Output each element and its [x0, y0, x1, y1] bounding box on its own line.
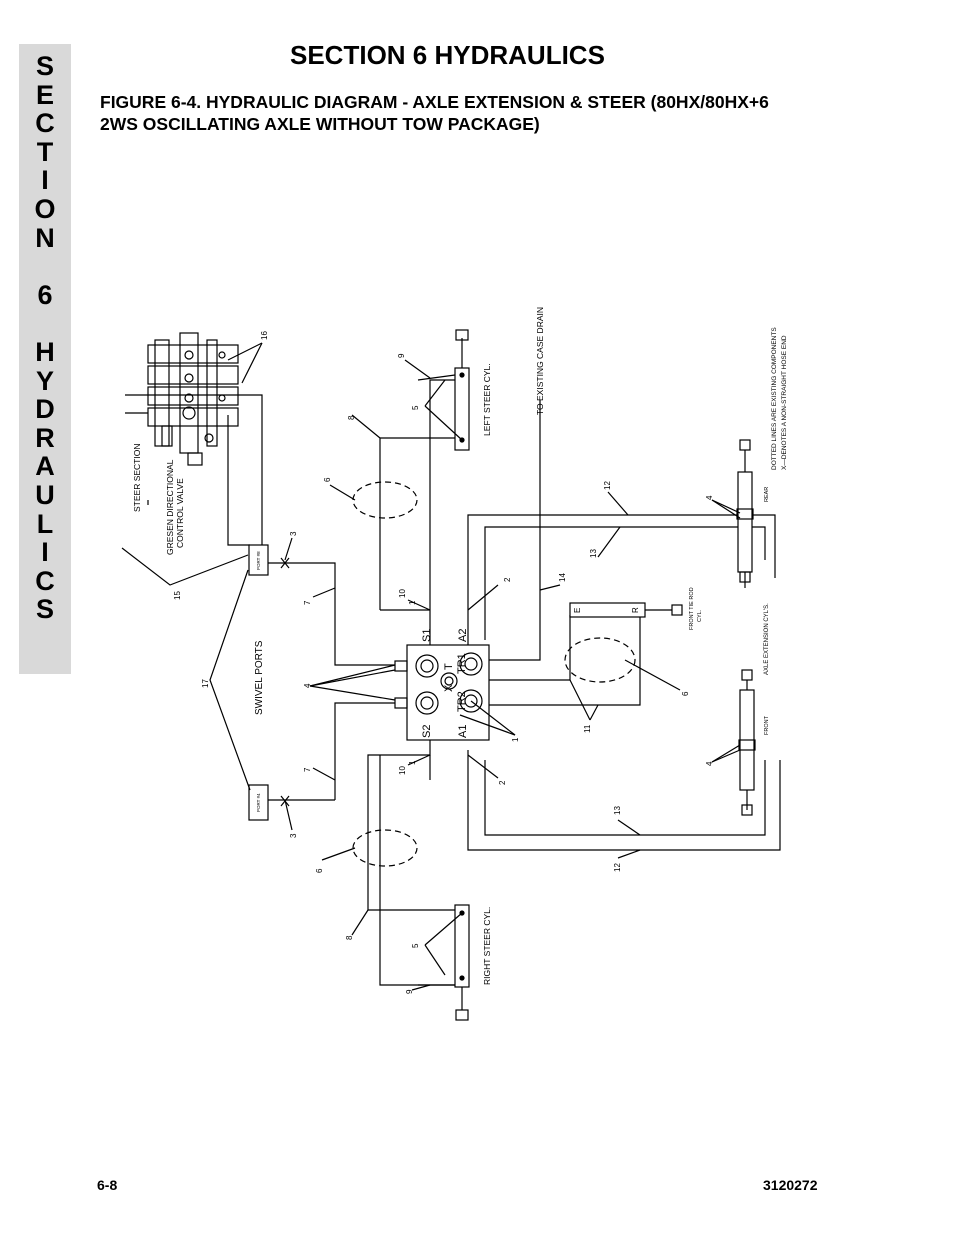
right-steer-cylinder: [454, 904, 470, 1021]
note-line-1: DOTTED LINES ARE EXISTING COMPONENTS: [771, 327, 778, 470]
side-letter: I: [41, 165, 49, 196]
port-s2-label: S2: [421, 725, 433, 738]
rear-label: REAR: [764, 487, 770, 502]
callout-2: 2: [498, 780, 507, 785]
section-side-tab: S E C T I O N 6 H Y D R A U L I C S: [19, 44, 71, 674]
port-4-box: [248, 784, 269, 821]
callout-2: 2: [503, 577, 512, 582]
side-letter: N: [35, 222, 55, 253]
callout-10: 10: [398, 589, 407, 598]
figure-title-line-1: FIGURE 6-4. HYDRAULIC DIAGRAM - AXLE EXT…: [100, 92, 769, 112]
side-tab-letters: S E C T I O N 6 H Y D R A U L I C S: [19, 52, 71, 624]
side-letter-spacer: [19, 252, 71, 281]
callout-5: 5: [411, 405, 420, 410]
figure-title: FIGURE 6-4. HYDRAULIC DIAGRAM - AXLE EXT…: [100, 91, 860, 135]
side-letter: T: [36, 136, 54, 167]
section-title: SECTION 6 HYDRAULICS: [290, 40, 605, 70]
callout-1: 1: [408, 760, 417, 765]
gresen-valve: [125, 332, 239, 466]
callout-6: 6: [315, 868, 324, 873]
callout-5: 5: [411, 943, 420, 948]
gresen-valve-label-line1: GRESEN DIRECTIONAL: [165, 459, 175, 555]
callout-12: 12: [603, 481, 612, 490]
callout-7: 7: [303, 600, 312, 605]
side-letter: C: [35, 565, 55, 596]
hydraulic-diagram: TO EXISTING CASE DRAIN LEFT STEER CYL. R…: [121, 307, 788, 1021]
front-axle-extension-cylinder: [738, 669, 756, 816]
callout-12: 12: [613, 863, 622, 872]
callout-14: 14: [558, 573, 567, 582]
cylinder-r-label: R: [631, 607, 640, 613]
callout-15: 15: [173, 591, 182, 600]
side-letter: S: [35, 51, 54, 81]
port-x-label: X: [443, 684, 455, 692]
callout-13: 13: [613, 806, 622, 815]
document-number: 3120272: [763, 1177, 818, 1193]
callout-6: 6: [323, 477, 332, 482]
port-a2-label: A2: [457, 629, 469, 642]
side-letter: D: [35, 394, 55, 425]
callout-4: 4: [303, 683, 312, 688]
rear-axle-extension-cylinder: [736, 439, 754, 588]
callout-9: 9: [397, 353, 406, 358]
callout-4: 4: [705, 495, 714, 500]
port-8-label: PORT #8: [256, 551, 261, 570]
port-4-label: PORT #4: [256, 793, 261, 812]
right-steer-cyl-label: RIGHT STEER CYL.: [482, 907, 492, 985]
side-letter: 6: [37, 279, 53, 310]
callout-7: 7: [303, 767, 312, 772]
cylinder-e-label: E: [573, 608, 582, 613]
case-drain-label: TO EXISTING CASE DRAIN: [535, 307, 545, 415]
note-line-2: X—DENOTES A NON-STRAIGHT HOSE END: [781, 335, 788, 470]
callout-1: 1: [511, 737, 520, 742]
gresen-valve-label-line2: CONTROL VALVE: [175, 478, 185, 548]
callout-11: 11: [583, 724, 592, 733]
side-letter: S: [35, 594, 54, 625]
port-8-box: [248, 544, 269, 576]
steer-section-label: STEER SECTION: [132, 444, 142, 512]
callout-10: 10: [398, 766, 407, 775]
callout-1: 1: [408, 600, 417, 605]
left-steer-cyl-label: LEFT STEER CYL.: [482, 363, 492, 436]
side-letter: A: [35, 451, 55, 482]
side-letter: I: [41, 537, 49, 568]
front-label: FRONT: [764, 715, 770, 735]
port-t-label: T: [443, 663, 455, 670]
port-tr1-label: TR1: [456, 653, 468, 674]
callout-6: 6: [681, 691, 690, 696]
port-s1-label: S1: [421, 629, 433, 642]
side-letter: C: [35, 108, 55, 139]
figure-title-line-2: 2WS OSCILLATING AXLE WITHOUT TOW PACKAGE…: [100, 114, 540, 134]
side-letter: L: [36, 508, 54, 539]
front-tie-rod-label-line2: CYL.: [697, 609, 703, 622]
port-tr2-label: TR2: [456, 691, 468, 712]
axle-extension-label: AXLE EXTENSION CYL'S.: [764, 603, 770, 675]
side-letter: U: [35, 479, 55, 510]
front-tie-rod-cylinder: [569, 602, 683, 618]
side-letter-spacer: [19, 309, 71, 338]
callout-8: 8: [347, 415, 356, 420]
callout-17: 17: [201, 679, 210, 688]
side-letter: Y: [35, 365, 54, 396]
callout-16: 16: [260, 331, 269, 340]
callout-3: 3: [289, 531, 298, 536]
callout-9: 9: [405, 989, 414, 994]
side-letter: E: [35, 79, 54, 110]
callout-8: 8: [345, 935, 354, 940]
steer-manifold: [394, 644, 490, 741]
swivel-ports-label: SWIVEL PORTS: [254, 640, 265, 715]
side-letter: H: [35, 336, 55, 367]
callout-13: 13: [589, 549, 598, 558]
page-number: 6-8: [97, 1177, 118, 1193]
side-letter: R: [35, 422, 55, 453]
left-steer-cylinder: [454, 329, 470, 451]
callout-3: 3: [289, 833, 298, 838]
side-letter: O: [34, 193, 56, 224]
callout-4: 4: [705, 761, 714, 766]
front-tie-rod-label-line1: FRONT TIE ROD: [689, 587, 695, 630]
port-a1-label: A1: [457, 725, 469, 738]
